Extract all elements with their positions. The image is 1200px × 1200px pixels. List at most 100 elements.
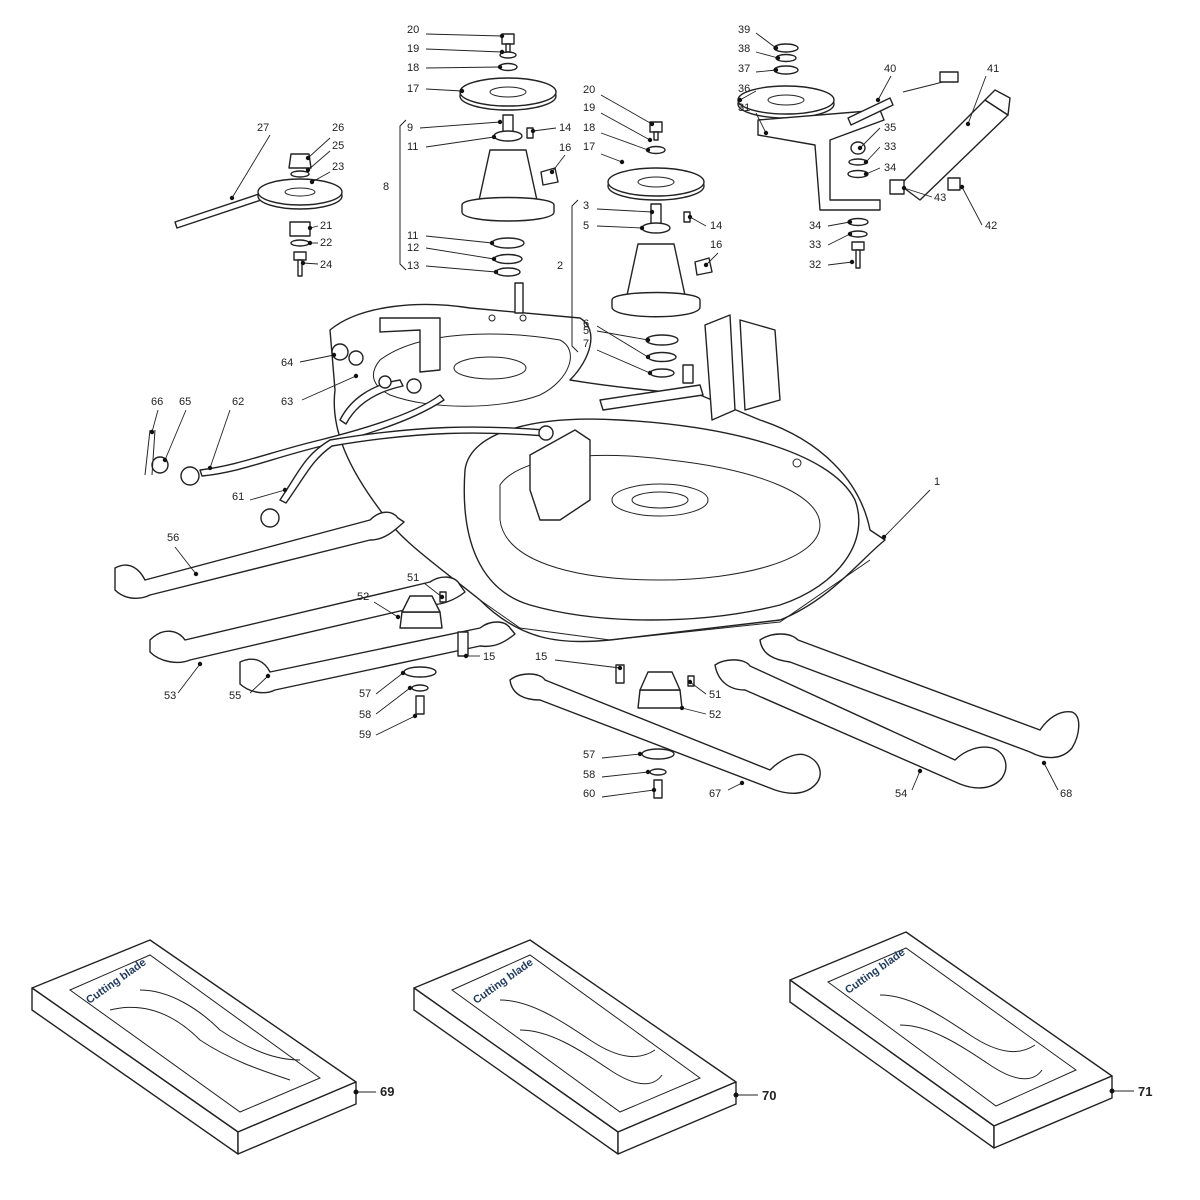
- callout-leader: [877, 75, 892, 101]
- callout-leader: [596, 225, 643, 229]
- kit-number-71: 71: [1138, 1084, 1152, 1099]
- callout-dot: [407, 685, 413, 691]
- callout-leader: [311, 171, 331, 183]
- callout-17: 17: [583, 141, 625, 165]
- callout-dot: [499, 33, 505, 39]
- callout-number: 7: [583, 338, 589, 350]
- callout-leader: [425, 48, 503, 53]
- callout-number: 66: [151, 396, 163, 408]
- callout-number: 25: [332, 140, 344, 152]
- callout-61: 61: [232, 487, 288, 503]
- callout-number: 59: [359, 729, 371, 741]
- callout-64: 64: [281, 352, 337, 369]
- mower-deck: [329, 303, 886, 643]
- callout-leader: [423, 582, 443, 598]
- callout-dot: [282, 487, 288, 493]
- callout-number: 36: [738, 83, 750, 95]
- callout-43: 43: [901, 185, 946, 204]
- callout-number: 23: [332, 161, 344, 173]
- callout-12: 12: [407, 242, 497, 262]
- callout-number: 62: [232, 396, 244, 408]
- callout-number: 61: [232, 491, 244, 503]
- callout-dot: [162, 457, 168, 463]
- callout-number: 3: [583, 200, 589, 212]
- callout-33: 33: [863, 141, 896, 165]
- callout-leader: [425, 235, 493, 244]
- callout-21: 21: [307, 220, 332, 232]
- callout-leader: [375, 672, 404, 695]
- callout-35: 35: [857, 122, 896, 151]
- callout-leader: [600, 94, 653, 125]
- callout-number: 17: [583, 141, 595, 153]
- callout-number: 15: [483, 651, 495, 663]
- callout-dot: [849, 259, 855, 265]
- callout-18: 18: [407, 62, 503, 74]
- callout-dot: [647, 137, 653, 143]
- callout-leader: [151, 409, 159, 433]
- callout-dot: [637, 751, 643, 757]
- callout-dot: [863, 171, 869, 177]
- callout-number: 19: [407, 43, 419, 55]
- callout-39: 39: [738, 24, 779, 51]
- callout-34: 34: [809, 219, 853, 232]
- callout-number: 41: [987, 63, 999, 75]
- callout-leader: [827, 233, 851, 246]
- callout-leader: [601, 789, 655, 798]
- callout-leader: [209, 409, 231, 469]
- callout-number: 60: [583, 788, 595, 800]
- group-bracket-8: [399, 119, 407, 271]
- callout-number: 43: [934, 192, 946, 204]
- callout-number: 35: [884, 122, 896, 134]
- callout-52: 52: [679, 705, 721, 721]
- callout-leader: [600, 112, 651, 141]
- callout-58: 58: [359, 685, 413, 721]
- callout-dot: [651, 787, 657, 793]
- callout-dot: [773, 67, 779, 73]
- callout-7: 7: [583, 338, 653, 376]
- callout-leader: [705, 252, 719, 266]
- callout-17: 17: [407, 83, 465, 95]
- callout-dot: [149, 429, 155, 435]
- callout-dot: [917, 768, 923, 774]
- callout-leader: [827, 261, 853, 266]
- blade-67: [509, 673, 821, 794]
- right-spindle-assembly: [599, 121, 713, 411]
- callout-11: 11: [407, 134, 497, 153]
- callout-number: 52: [357, 591, 369, 603]
- callout-leader: [911, 770, 921, 791]
- callout-leader: [532, 127, 557, 132]
- callout-number: 64: [281, 357, 293, 369]
- callout-number: 17: [407, 83, 419, 95]
- callout-leader: [596, 208, 653, 213]
- callout-5: 5: [583, 325, 651, 343]
- blades: [114, 511, 1080, 799]
- callout-number: 1: [934, 476, 940, 488]
- callout-leader: [425, 66, 501, 69]
- callout-dot: [463, 653, 469, 659]
- blade-53: [149, 576, 466, 664]
- callout-57: 57: [359, 670, 406, 700]
- callout-number: 14: [710, 220, 722, 232]
- callout-6: 6: [583, 318, 651, 360]
- callout-dot: [229, 195, 235, 201]
- callout-dot: [847, 231, 853, 237]
- callout-dot: [775, 55, 781, 61]
- callout-leader: [596, 330, 649, 341]
- callout-number: 32: [809, 259, 821, 271]
- callout-33: 33: [809, 231, 853, 251]
- callout-dot: [412, 713, 418, 719]
- callout-dot: [881, 534, 887, 540]
- callout-number: 34: [809, 220, 821, 232]
- callout-dot: [307, 225, 313, 231]
- callout-leader: [600, 132, 649, 151]
- callout-number: 57: [359, 688, 371, 700]
- callout-38: 38: [738, 43, 781, 61]
- callout-number: 56: [167, 532, 179, 544]
- callout-25: 25: [305, 140, 344, 173]
- callout-dot: [197, 661, 203, 667]
- callout-dot: [617, 665, 623, 671]
- callout-65: 65: [162, 396, 191, 463]
- callout-dot: [679, 705, 685, 711]
- callout-leader: [425, 33, 503, 37]
